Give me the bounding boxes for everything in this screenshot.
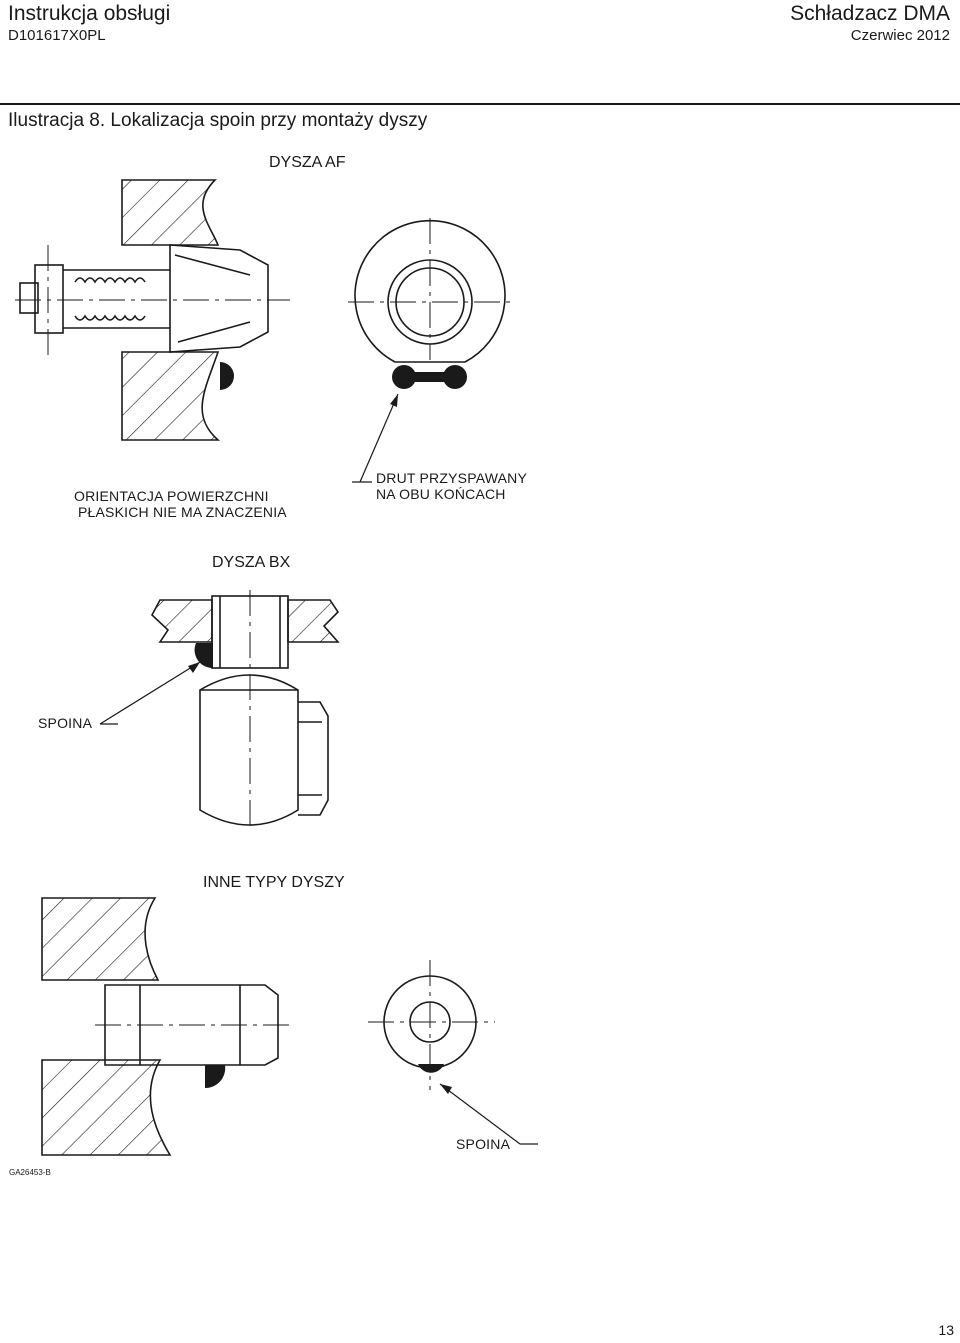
header-rule bbox=[0, 103, 960, 105]
product-title: Schładzacz DMA bbox=[790, 2, 950, 25]
af-cap bbox=[34, 264, 64, 334]
document-title: Instrukcja obsługi bbox=[8, 2, 171, 25]
af-wall-lower bbox=[121, 351, 221, 441]
af-hex-outline bbox=[354, 219, 506, 363]
orientation-label-line1: ORIENTACJA POWIERZCHNI bbox=[74, 488, 269, 504]
section-title-bx: DYSZA BX bbox=[212, 554, 291, 571]
other-end-weld-bead bbox=[418, 1064, 444, 1073]
figure-caption: Ilustracja 8. Lokalizacja spoin przy mon… bbox=[8, 110, 428, 131]
af-stem bbox=[19, 282, 39, 314]
af-body bbox=[63, 244, 269, 353]
af-nozzle-section bbox=[15, 179, 290, 441]
af-spring-bottom bbox=[74, 314, 146, 321]
af-nozzle-end-view bbox=[348, 218, 512, 363]
bx-hex bbox=[298, 701, 329, 816]
bx-nozzle bbox=[151, 590, 340, 830]
other-nozzle-section bbox=[41, 897, 290, 1156]
bx-body bbox=[199, 674, 299, 826]
bx-wall-left bbox=[151, 599, 213, 643]
section-title-other: INNE TYPY DYSZY bbox=[203, 874, 345, 891]
wire-label-line1: DRUT PRZYSPAWANY bbox=[376, 470, 527, 486]
figure-id: GA26453-B bbox=[9, 1168, 51, 1177]
other-wall-upper bbox=[41, 897, 160, 981]
other-weld-bead bbox=[205, 1065, 226, 1089]
wire-label-line2: NA OBU KOŃCACH bbox=[376, 486, 506, 502]
weld-label-bx: SPOINA bbox=[38, 715, 93, 731]
other-nozzle-body bbox=[104, 984, 279, 1066]
af-weld-bead bbox=[220, 362, 234, 390]
page-number: 13 bbox=[938, 1322, 954, 1338]
af-spring-top bbox=[74, 277, 146, 284]
bx-wall-right bbox=[287, 599, 340, 643]
weld-label-other: SPOINA bbox=[456, 1136, 511, 1152]
publication-date: Czerwiec 2012 bbox=[850, 27, 950, 44]
af-wire-weld bbox=[392, 365, 467, 389]
orientation-label-line2: PŁASKICH NIE MA ZNACZENIA bbox=[78, 504, 287, 520]
other-wall-lower bbox=[41, 1059, 172, 1156]
bx-weld-bead bbox=[194, 643, 213, 669]
document-code: D101617X0PL bbox=[8, 27, 106, 44]
af-wall-upper bbox=[121, 179, 220, 246]
section-title-af: DYSZA AF bbox=[269, 154, 346, 171]
